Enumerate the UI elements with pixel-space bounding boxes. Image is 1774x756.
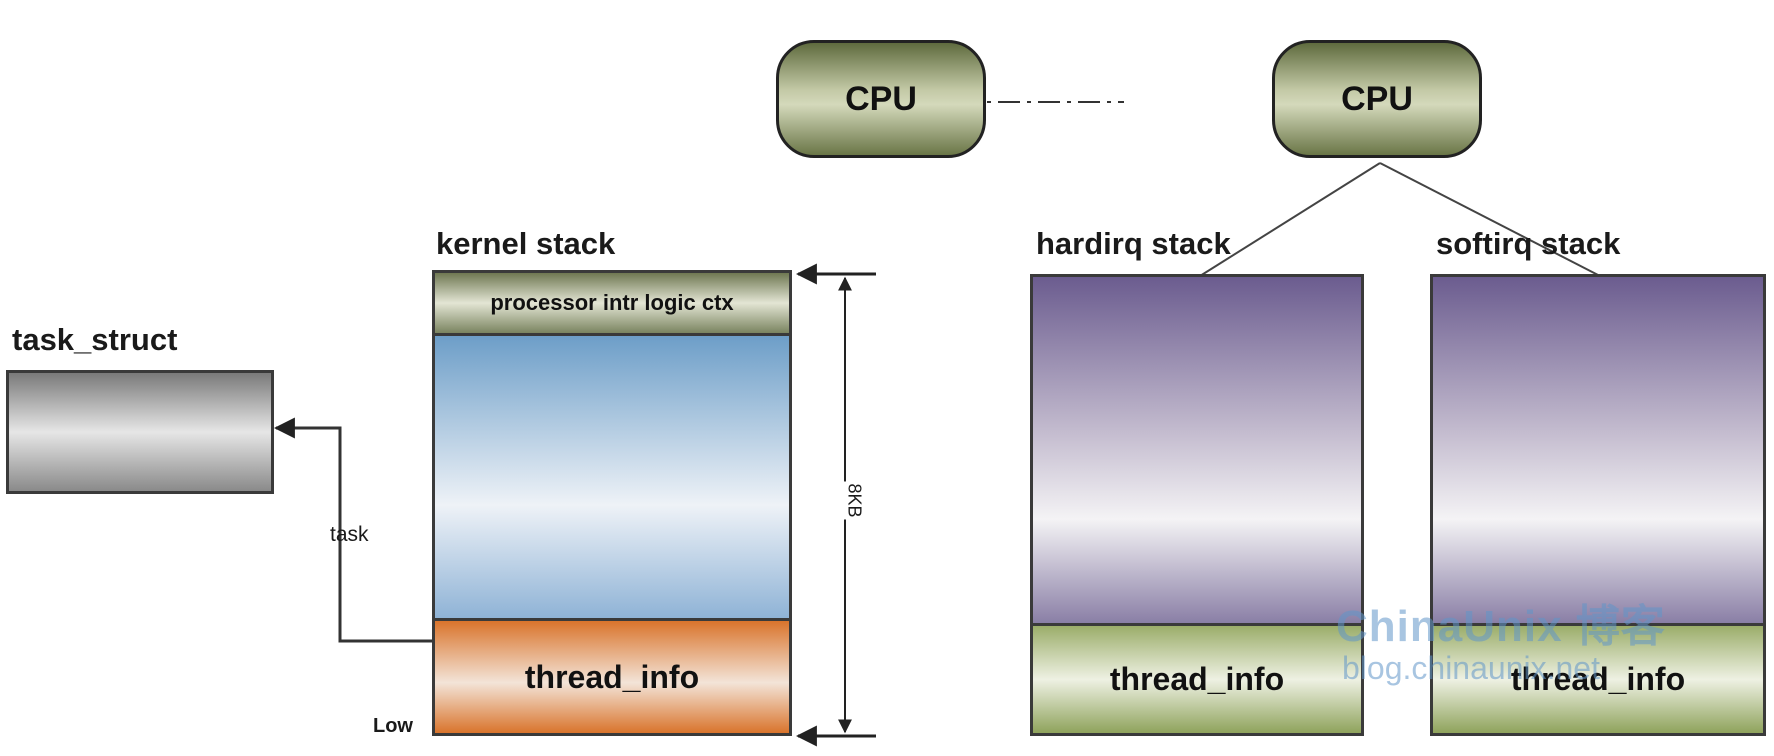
kernel-thread-info-label: thread_info: [524, 658, 700, 695]
cpu-label-left: CPU: [845, 79, 917, 118]
kernel-stack-title: kernel stack: [436, 226, 616, 261]
task-struct-title: task_struct: [12, 322, 178, 357]
hardirq-thread-info-label: thread_info: [1109, 661, 1285, 697]
task-pointer-label: task: [330, 523, 369, 546]
kernel-thread-info-block: thread_info: [432, 618, 792, 736]
softirq-stack-area: [1430, 274, 1766, 626]
ctx-label: processor intr logic ctx: [490, 290, 734, 315]
hardirq-stack-area: [1030, 274, 1364, 626]
cpu-to-softirq-line: [1379, 162, 1601, 277]
softirq-thread-info-label: thread_info: [1510, 661, 1686, 697]
cpu-box-right: CPU: [1272, 40, 1482, 158]
cpu-to-hardirq-line: [1199, 162, 1381, 277]
task-struct-box: [6, 370, 274, 494]
cpu-label-right: CPU: [1341, 79, 1413, 118]
hardirq-stack-title: hardirq stack: [1036, 226, 1231, 261]
watermark-url: blog.chinaunix.net: [1342, 650, 1600, 686]
size-8kb-label: 8KB: [843, 481, 865, 520]
watermark-brand: ChinaUnix 博客: [1336, 602, 1666, 651]
task-pointer-arrow: [273, 417, 432, 643]
processor-intr-logic-ctx-block: processor intr logic ctx: [432, 270, 792, 336]
softirq-thread-info-block: thread_info: [1430, 623, 1766, 736]
low-address-label: Low: [373, 715, 413, 737]
hardirq-thread-info-block: thread_info: [1030, 623, 1364, 736]
kernel-stack-area: [432, 333, 792, 621]
softirq-stack-title: softirq stack: [1436, 226, 1621, 261]
cpu-box-left: CPU: [776, 40, 986, 158]
